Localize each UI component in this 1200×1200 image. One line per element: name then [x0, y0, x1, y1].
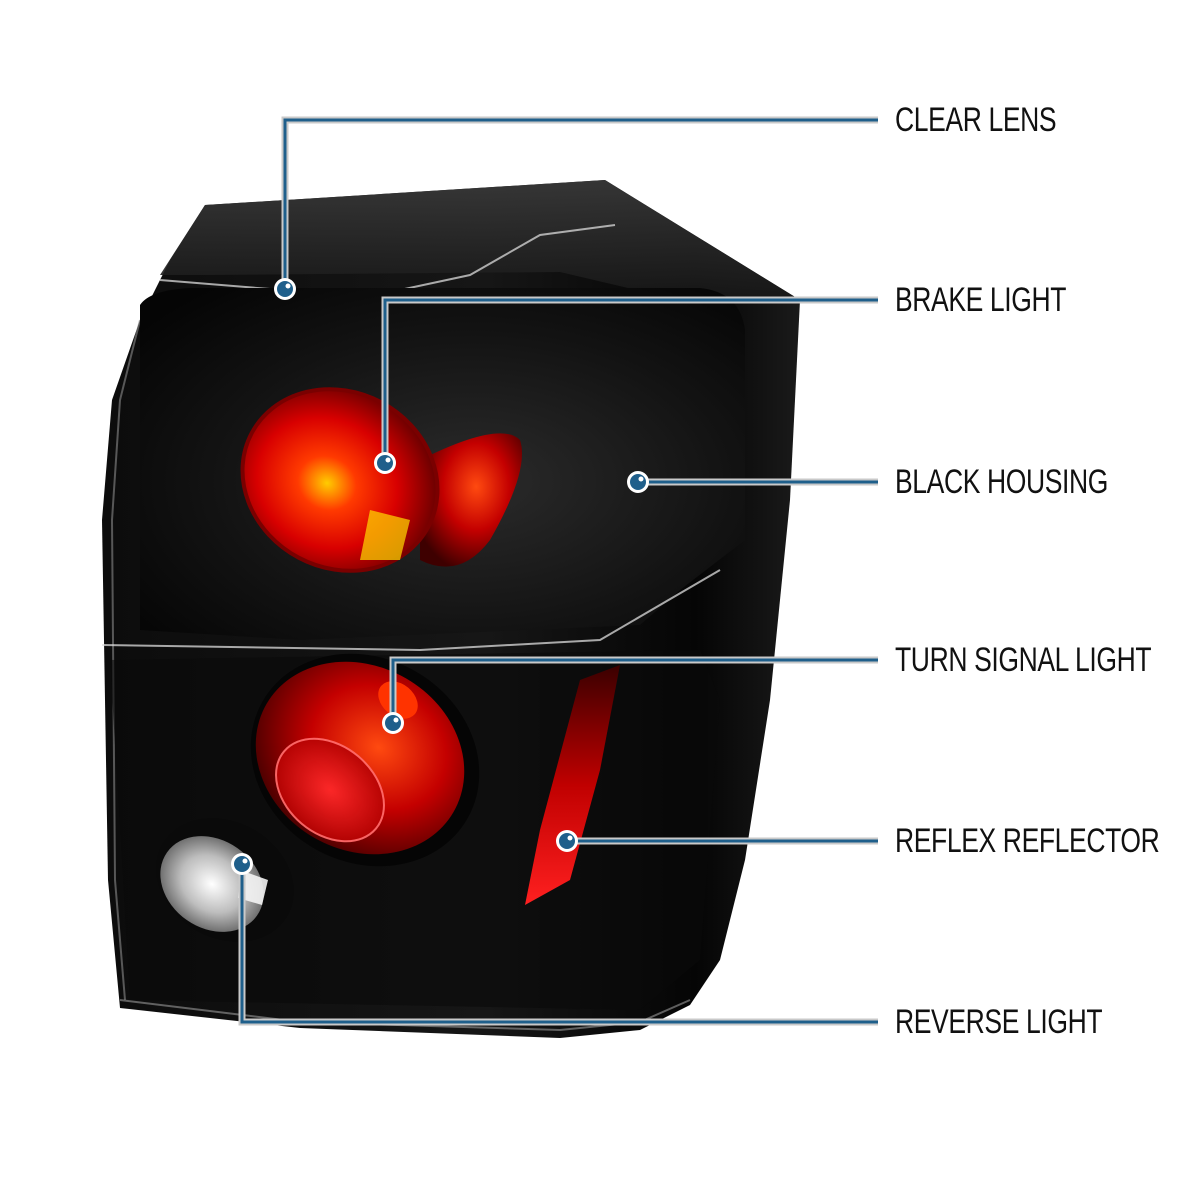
callout-dot-clear-lens — [274, 278, 296, 300]
reflex-reflector-strip — [525, 665, 620, 905]
callout-dot-black-housing — [627, 471, 649, 493]
callout-dots — [231, 278, 649, 875]
callout-dot-brake-light — [374, 452, 396, 474]
callout-leaders — [238, 116, 878, 1026]
callout-dot-turn-signal-light — [382, 712, 404, 734]
turn-signal-lens — [250, 653, 480, 867]
callout-dot-reflex-reflector — [556, 830, 578, 852]
callout-label-reflex-reflector: REFLEX REFLECTOR — [895, 822, 1160, 860]
callout-label-turn-signal-light: TURN SIGNAL LIGHT — [895, 641, 1152, 679]
callout-label-reverse-light: REVERSE LIGHT — [895, 1003, 1103, 1041]
callout-label-clear-lens: CLEAR LENS — [895, 101, 1057, 139]
brake-light-lens — [240, 387, 522, 573]
callout-label-black-housing: BLACK HOUSING — [895, 463, 1109, 501]
callout-label-brake-light: BRAKE LIGHT — [895, 281, 1067, 319]
callout-dot-reverse-light — [231, 853, 253, 875]
